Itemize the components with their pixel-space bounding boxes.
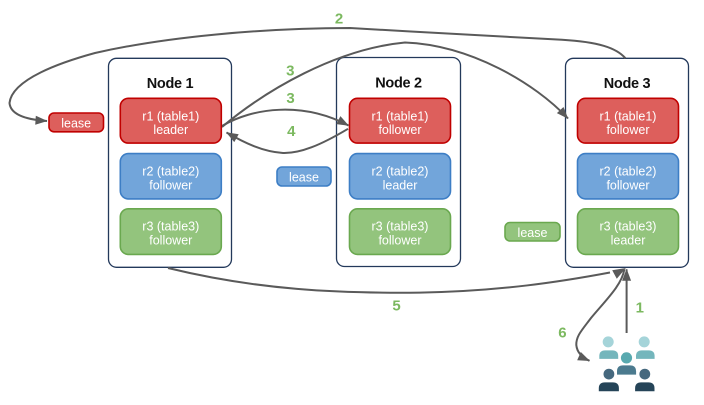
svg-text:Node 1: Node 1 xyxy=(147,76,194,92)
svg-text:Node 3: Node 3 xyxy=(604,76,651,92)
svg-text:leader: leader xyxy=(611,234,646,248)
svg-text:follower: follower xyxy=(378,234,421,248)
svg-text:r2 (table2): r2 (table2) xyxy=(372,165,429,179)
svg-text:6: 6 xyxy=(558,324,566,341)
svg-text:r3 (table3): r3 (table3) xyxy=(600,220,657,234)
svg-text:r2 (table2): r2 (table2) xyxy=(142,165,199,179)
svg-text:follower: follower xyxy=(378,123,421,137)
svg-text:follower: follower xyxy=(149,234,192,248)
svg-text:r1 (table1): r1 (table1) xyxy=(142,109,199,123)
svg-text:lease: lease xyxy=(289,171,319,185)
svg-text:3: 3 xyxy=(286,90,294,107)
svg-text:follower: follower xyxy=(606,123,649,137)
svg-text:Node 2: Node 2 xyxy=(375,76,422,92)
svg-text:2: 2 xyxy=(335,11,343,28)
svg-text:5: 5 xyxy=(392,298,400,315)
svg-text:r1 (table1): r1 (table1) xyxy=(372,109,429,123)
svg-text:r1 (table1): r1 (table1) xyxy=(600,109,657,123)
svg-text:follower: follower xyxy=(606,178,649,192)
svg-text:r3 (table3): r3 (table3) xyxy=(142,220,199,234)
svg-text:follower: follower xyxy=(149,178,192,192)
svg-text:1: 1 xyxy=(636,300,644,317)
svg-text:leader: leader xyxy=(153,123,188,137)
svg-text:4: 4 xyxy=(287,123,296,140)
svg-text:3: 3 xyxy=(286,62,294,79)
svg-text:r3 (table3): r3 (table3) xyxy=(372,220,429,234)
svg-text:leader: leader xyxy=(383,178,418,192)
svg-text:r2 (table2): r2 (table2) xyxy=(600,165,657,179)
svg-text:lease: lease xyxy=(518,226,548,240)
svg-text:lease: lease xyxy=(61,117,91,131)
